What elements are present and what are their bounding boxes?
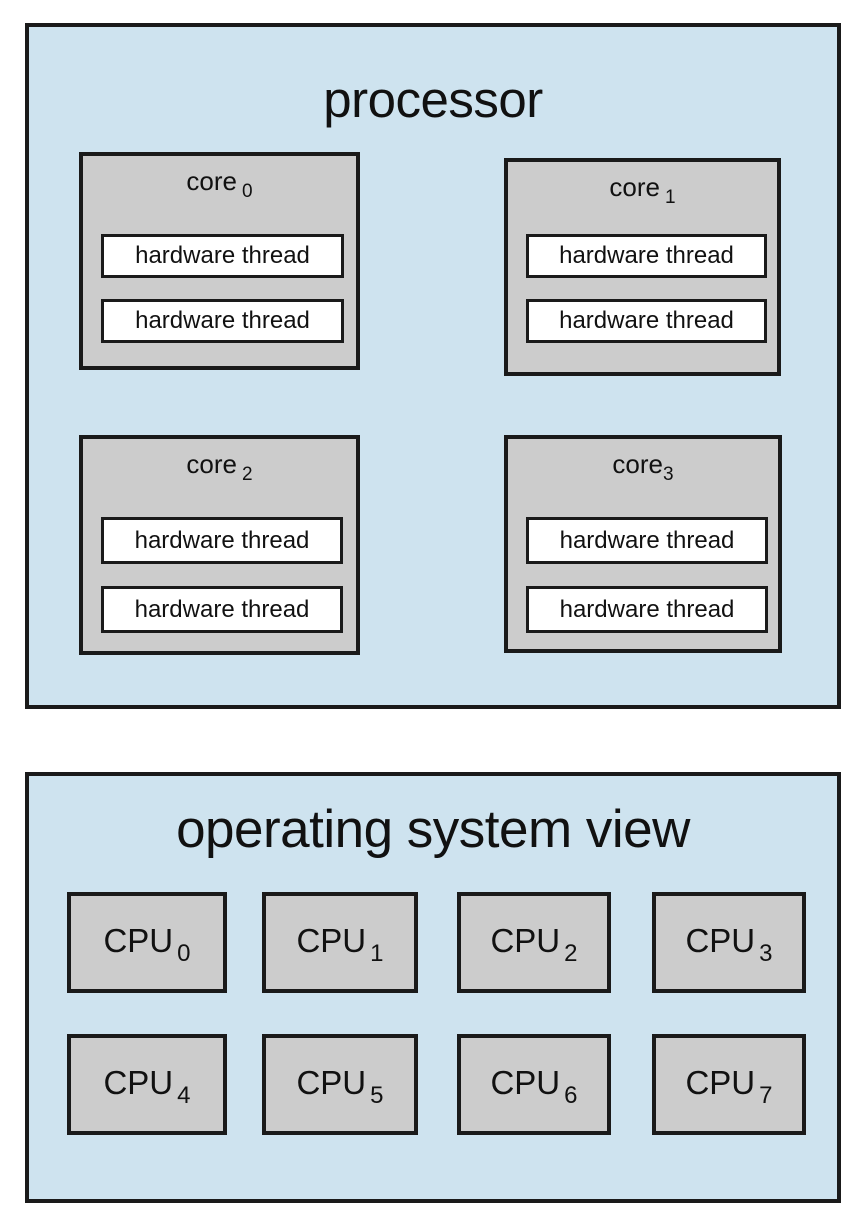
hardware-thread-label: hardware thread	[559, 242, 734, 269]
cpu-subscript-6: 6	[564, 1081, 578, 1109]
core-label-text-3: core	[612, 449, 663, 479]
hardware-thread-0-0: hardware thread	[101, 234, 344, 278]
hardware-thread-3-1: hardware thread	[526, 586, 768, 633]
hardware-thread-label: hardware thread	[559, 595, 735, 623]
hardware-thread-label: hardware thread	[135, 242, 310, 269]
cpu-label-text-1: CPU	[296, 921, 367, 959]
core-subscript-3: 3	[663, 464, 674, 485]
hardware-thread-label: hardware thread	[559, 526, 735, 554]
cpu-subscript-7: 7	[759, 1081, 773, 1109]
cpu-label-text-3: CPU	[685, 921, 756, 959]
hardware-thread-1-1: hardware thread	[526, 299, 767, 343]
operating-system-view-title: operating system view	[176, 800, 690, 859]
cpu-label-text-0: CPU	[103, 921, 174, 959]
cpu-label-text-4: CPU	[103, 1063, 174, 1101]
core-label-text-2: core	[186, 449, 237, 479]
core-box-3: core3 hardware thread hardware thread	[504, 435, 782, 653]
hardware-thread-label: hardware thread	[559, 307, 734, 334]
hardware-thread-2-0: hardware thread	[101, 517, 343, 564]
cpu-subscript-3: 3	[759, 939, 773, 967]
hardware-thread-2-1: hardware thread	[101, 586, 343, 633]
hardware-thread-0-1: hardware thread	[101, 299, 344, 343]
cpu-subscript-4: 4	[177, 1081, 191, 1109]
core-subscript-1: 1	[665, 187, 676, 208]
core-subscript-0: 0	[242, 181, 253, 202]
cpu-subscript-1: 1	[370, 939, 384, 967]
core-subscript-2: 2	[242, 464, 253, 485]
cpu-subscript-2: 2	[564, 939, 578, 967]
cpu-label-text-6: CPU	[490, 1063, 561, 1101]
cpu-subscript-5: 5	[370, 1081, 384, 1109]
cpu-label-text-2: CPU	[490, 921, 561, 959]
core-label-text-0: core	[186, 166, 237, 196]
core-label-text-1: core	[609, 172, 660, 202]
processor-title: processor	[323, 71, 543, 128]
cpu-label-text-5: CPU	[296, 1063, 367, 1101]
hardware-thread-3-0: hardware thread	[526, 517, 768, 564]
hardware-thread-label: hardware thread	[135, 307, 310, 334]
hardware-thread-label: hardware thread	[134, 526, 310, 554]
cpu-label-text-7: CPU	[685, 1063, 756, 1101]
hardware-thread-label: hardware thread	[134, 595, 310, 623]
cpu-subscript-0: 0	[177, 939, 191, 967]
hardware-thread-1-0: hardware thread	[526, 234, 767, 278]
core-label-3: core3	[508, 448, 778, 485]
